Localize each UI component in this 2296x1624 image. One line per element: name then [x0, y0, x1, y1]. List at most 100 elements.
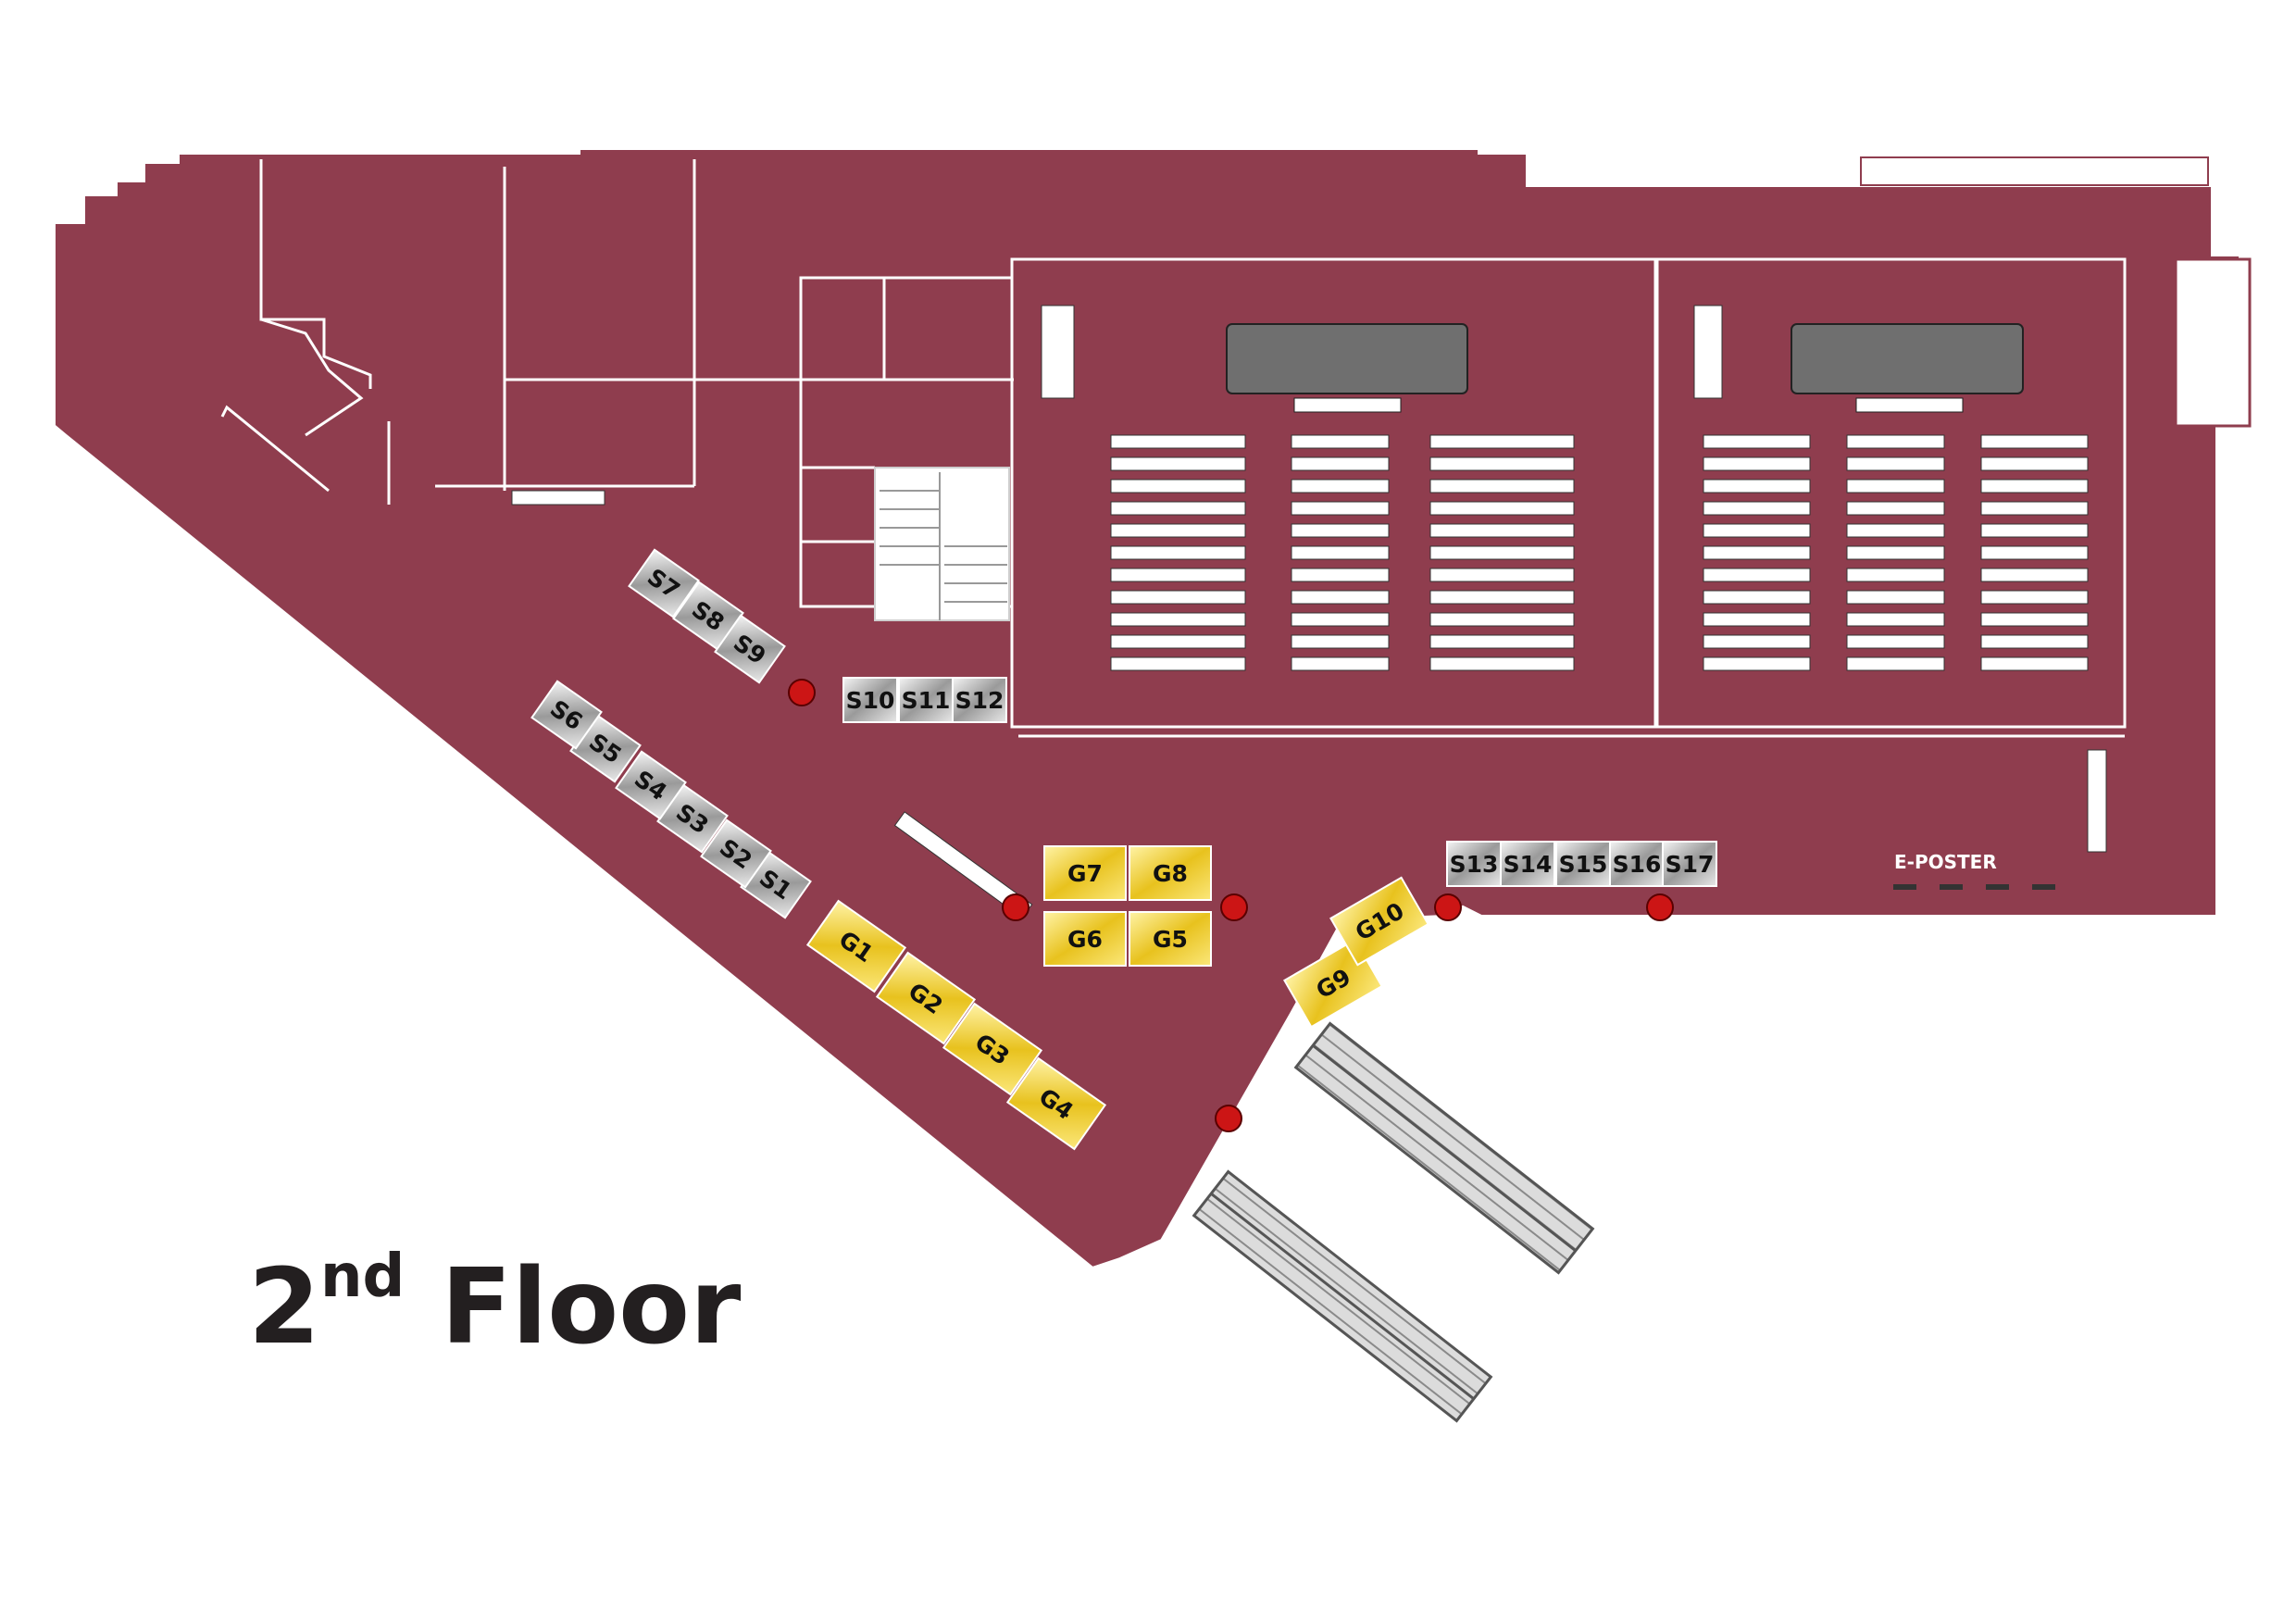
seat-row: [1980, 434, 2089, 449]
escalator-upper: [1293, 1021, 1595, 1275]
seat-row: [1291, 612, 1390, 627]
e-poster-boards: [1893, 884, 2055, 890]
seat-row: [1980, 501, 2089, 516]
booth-box: [628, 548, 700, 618]
booth-g10[interactable]: G10: [1329, 876, 1429, 967]
booth-box: [700, 818, 772, 889]
marker-dot: [1220, 893, 1248, 921]
conference-hall-left: [1010, 257, 1657, 729]
booth-g2[interactable]: G2: [875, 951, 977, 1045]
seat-row: [1846, 456, 1945, 471]
seat-row: [1110, 501, 1246, 516]
seat-row: [1110, 434, 1246, 449]
escalator-lower: [1192, 1169, 1493, 1423]
booth-label: S12: [955, 687, 1004, 714]
seat-row: [1980, 456, 2089, 471]
marker-dot: [1434, 893, 1462, 921]
service-opening: [1860, 156, 2209, 186]
booth-box: [615, 750, 687, 820]
seat-row: [1429, 656, 1575, 671]
marker-dot: [788, 679, 816, 706]
seat-row: [1980, 590, 2089, 605]
seat-row: [1980, 634, 2089, 649]
seat-row: [1110, 456, 1246, 471]
booth-box: [842, 677, 898, 723]
booth-box: [1609, 841, 1665, 887]
booth-g7[interactable]: G7: [1043, 845, 1127, 901]
seat-row: [1703, 590, 1811, 605]
booth-s16[interactable]: S16: [1609, 841, 1665, 887]
seat-row: [1291, 545, 1390, 560]
booth-box: [1662, 841, 1717, 887]
seat-row: [1429, 479, 1575, 493]
seat-row: [1429, 612, 1575, 627]
booth-label: S11: [902, 687, 951, 714]
booth-box: [1005, 1056, 1107, 1151]
seat-row: [1703, 456, 1811, 471]
e-poster-wall: [2087, 749, 2107, 853]
seat-row: [1703, 479, 1811, 493]
seat-row: [1110, 523, 1246, 538]
booth-s14[interactable]: S14: [1500, 841, 1555, 887]
floor-area: [52, 146, 2252, 1271]
booth-s2[interactable]: S2: [700, 818, 772, 889]
seat-row: [1980, 568, 2089, 582]
booth-g6[interactable]: G6: [1043, 911, 1127, 967]
seat-row: [1429, 434, 1575, 449]
seat-row: [1703, 568, 1811, 582]
conference-hall-right: [1655, 257, 2127, 729]
seat-row: [1846, 612, 1945, 627]
seat-row: [1980, 523, 2089, 538]
seat-row: [1110, 479, 1246, 493]
booth-s11[interactable]: S11: [898, 677, 954, 723]
marker-dots: [788, 679, 1674, 1132]
booth-g1[interactable]: G1: [805, 899, 907, 993]
e-poster-label: E-POSTER: [1894, 851, 1997, 873]
seat-row: [1429, 634, 1575, 649]
booth-box: [1500, 841, 1555, 887]
booth-s3[interactable]: S3: [656, 783, 729, 854]
seat-row: [1980, 656, 2089, 671]
seat-row: [1291, 656, 1390, 671]
booth-box: [1446, 841, 1502, 887]
booth-label: S17: [1666, 851, 1715, 878]
booth-s15[interactable]: S15: [1555, 841, 1611, 887]
booth-s13[interactable]: S13: [1446, 841, 1502, 887]
booth-label: S13: [1450, 851, 1499, 878]
seat-row: [1429, 523, 1575, 538]
seat-row: [1846, 434, 1945, 449]
left-rooms-walls: [220, 159, 1014, 505]
seat-row: [1291, 634, 1390, 649]
seat-row: [1291, 434, 1390, 449]
booth-g8[interactable]: G8: [1129, 845, 1212, 901]
seat-row: [1110, 612, 1246, 627]
booth-s17[interactable]: S17: [1662, 841, 1717, 887]
booth-g3[interactable]: G3: [942, 1002, 1043, 1096]
booth-box: [805, 899, 907, 993]
booth-g5[interactable]: G5: [1129, 911, 1212, 967]
seat-row: [1846, 545, 1945, 560]
seat-row: [1110, 568, 1246, 582]
booth-s10[interactable]: S10: [842, 677, 898, 723]
booth-box: [1043, 911, 1127, 967]
booth-s4[interactable]: S4: [615, 750, 687, 820]
booth-s12[interactable]: S12: [952, 677, 1007, 723]
booth-label: G8: [1153, 860, 1188, 887]
seat-row: [1703, 656, 1811, 671]
booth-box: [1329, 876, 1429, 967]
booth-s9[interactable]: S9: [714, 614, 786, 684]
seat-row: [1429, 568, 1575, 582]
booth-s8[interactable]: S8: [672, 581, 744, 651]
seat-row: [1980, 612, 2089, 627]
seat-row: [1291, 501, 1390, 516]
seat-row: [1846, 568, 1945, 582]
seat-row: [1110, 590, 1246, 605]
seat-row: [1846, 479, 1945, 493]
seat-row: [1703, 612, 1811, 627]
marker-dot: [1002, 893, 1029, 921]
booth-box: [1043, 845, 1127, 901]
booth-box: [942, 1002, 1043, 1096]
booth-g4[interactable]: G4: [1005, 1056, 1107, 1151]
booth-s6[interactable]: S6: [530, 680, 603, 750]
booth-s7[interactable]: S7: [628, 548, 700, 618]
